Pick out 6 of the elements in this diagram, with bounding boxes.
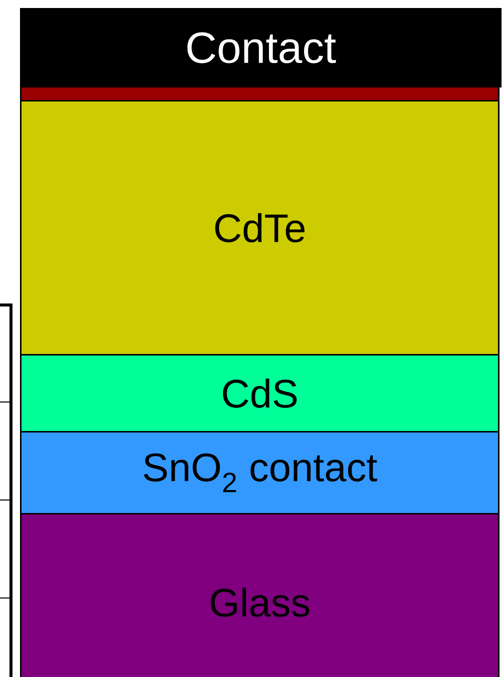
absorber-layer: CdTe [20, 100, 500, 356]
interface-layer [20, 86, 500, 102]
window-layer: CdS [20, 354, 500, 432]
glass-layer: Glass [20, 513, 500, 677]
oxide-layer: SnO$_{2}$ contact [20, 431, 500, 514]
contact-layer: Contact [20, 8, 502, 88]
